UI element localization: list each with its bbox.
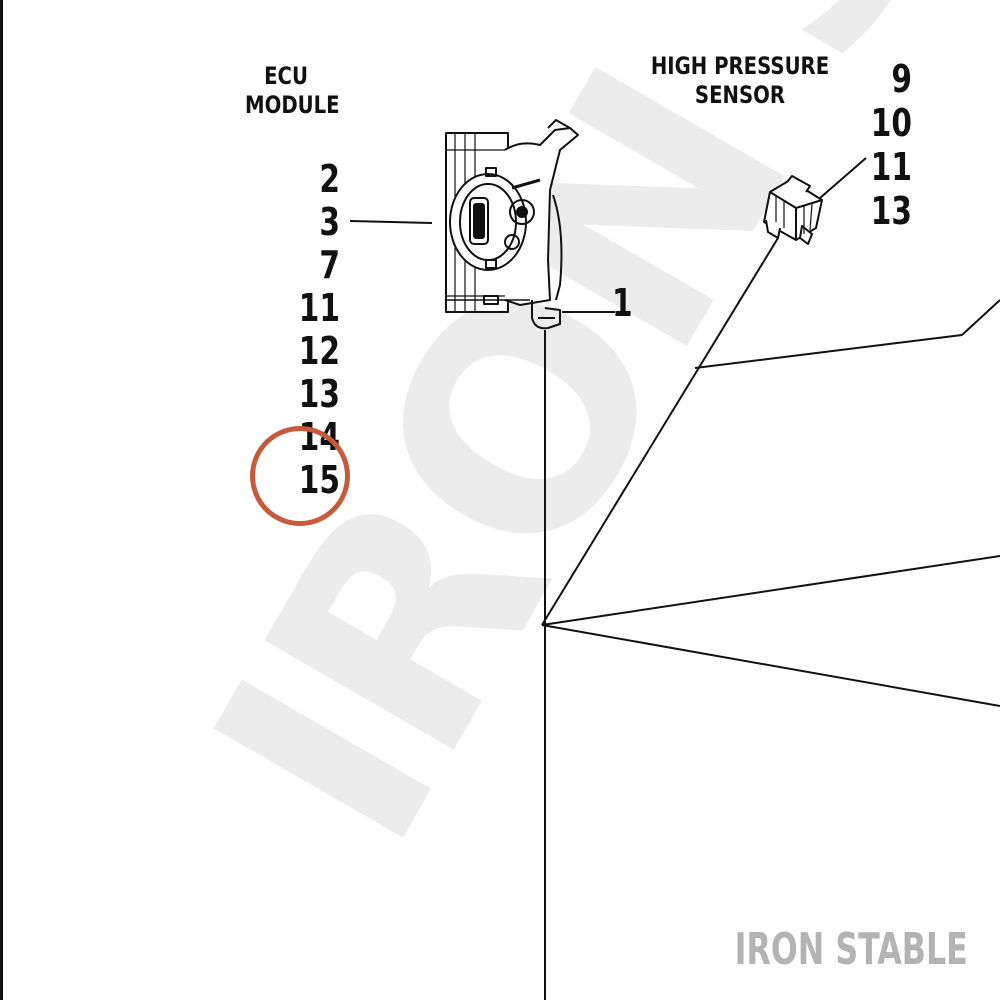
- ecu-callout: 13: [298, 372, 340, 416]
- hps-callout-list: 9 10 11 13: [834, 57, 912, 233]
- leader-line-sensor: [819, 157, 867, 199]
- ecu-module-heading: ECU MODULE: [245, 62, 340, 120]
- hps-callout: 10: [870, 101, 912, 145]
- hps-callout: 13: [870, 189, 912, 233]
- ecu-heading-line-1: ECU: [264, 62, 308, 90]
- wire-line-right-lower: [541, 624, 1000, 707]
- ecu-callout: 12: [298, 329, 340, 373]
- ecu-callout: 2: [319, 157, 340, 201]
- wire-line-right-upper: [541, 555, 1000, 626]
- leader-line-ecu: [349, 220, 433, 224]
- high-pressure-sensor-drawing: [763, 175, 823, 245]
- wire-line-shelf-end: [961, 299, 1000, 336]
- watermark-small: IRON STABLE: [734, 924, 968, 975]
- hps-callout: 9: [891, 57, 912, 101]
- ecu-callout: 7: [319, 243, 340, 287]
- high-pressure-sensor-heading: HIGH PRESSURE SENSOR: [650, 52, 830, 110]
- highlight-circle: [250, 426, 350, 526]
- ecu-callout: 11: [298, 286, 340, 330]
- hps-heading-line-1: HIGH PRESSURE: [650, 52, 830, 80]
- ecu-heading-line-2: MODULE: [245, 90, 340, 119]
- wire-line-sensor: [541, 237, 779, 626]
- ecu-callout: 3: [319, 200, 340, 244]
- hps-heading-line-2: SENSOR: [694, 80, 786, 109]
- page-border: [0, 0, 3, 1000]
- ecu-module-drawing: [445, 119, 579, 330]
- bracket-callout: 1: [612, 281, 633, 325]
- hps-callout: 11: [870, 145, 912, 189]
- wire-line-shelf: [694, 334, 963, 369]
